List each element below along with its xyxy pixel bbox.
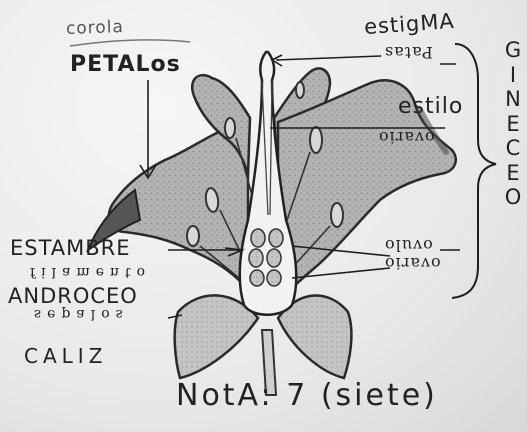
label-filament: filamento — [30, 264, 151, 280]
label-corolla: corola — [66, 17, 125, 39]
label-style-mirrored: ovario — [378, 128, 435, 147]
label-ovary-mirrored: ovario — [384, 254, 441, 273]
gynoecium-brace — [452, 44, 496, 298]
grade-text: NotA: 7 (siete) — [176, 378, 438, 413]
label-petals: PETALos — [70, 52, 181, 77]
label-gynoecium: G I N E C E O — [503, 38, 523, 210]
label-ovule-mirrored: ovulo — [384, 236, 433, 255]
label-calyx: CALIZ — [24, 344, 107, 368]
label-stigma-mirrored: Patas — [384, 43, 433, 62]
label-stamen: ESTAMBRE — [10, 236, 131, 260]
label-style: estilo — [398, 94, 463, 119]
label-androecium: ANDROCEO — [8, 284, 138, 308]
label-sepals: sepalos — [34, 306, 129, 322]
